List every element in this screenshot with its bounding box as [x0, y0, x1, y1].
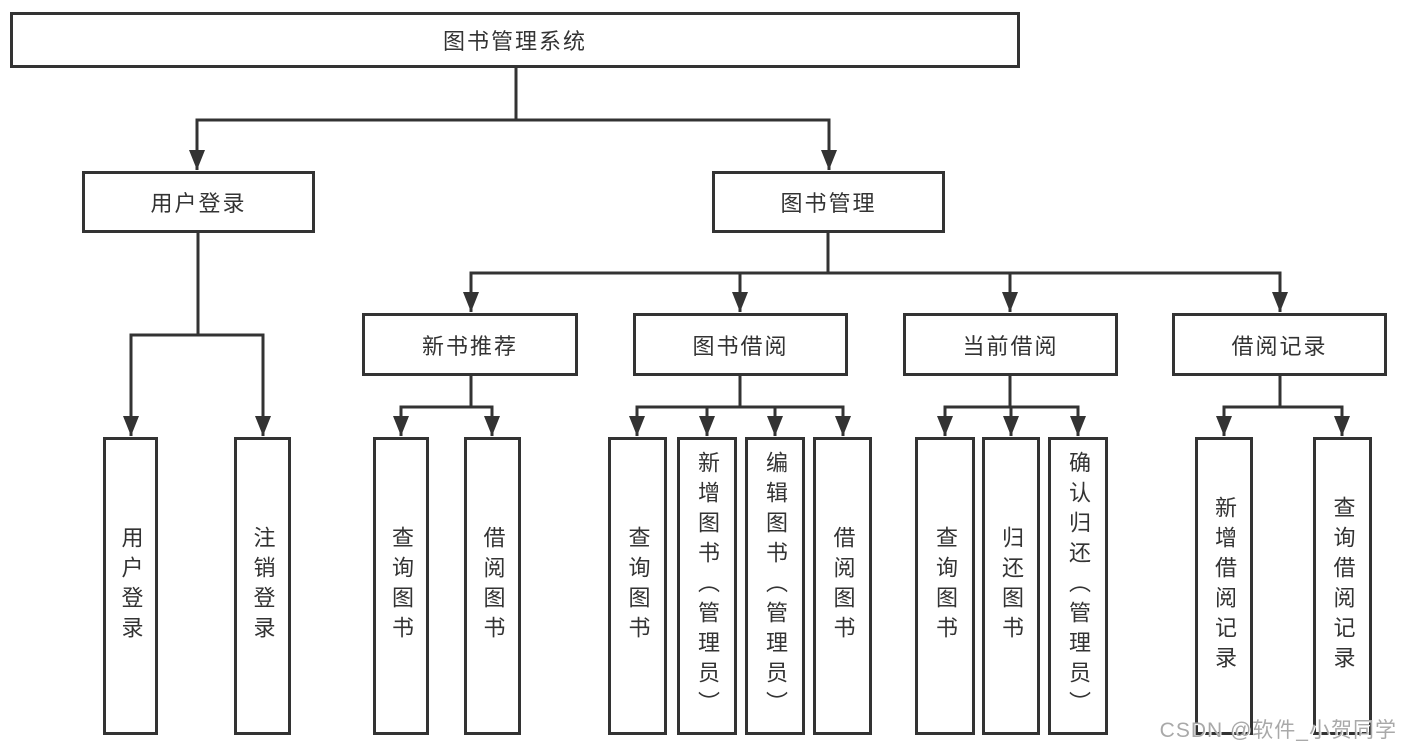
node-book-borrowing: 图书借阅	[633, 313, 848, 376]
leaf-cb-confirm-return-admin: 确认归还（管理员）	[1048, 437, 1108, 735]
leaf-bb-edit-book-admin: 编辑图书（管理员）	[745, 437, 805, 735]
node-book-management: 图书管理	[712, 171, 945, 233]
leaf-bb-add-book-admin: 新增图书（管理员）	[677, 437, 737, 735]
node-new-book-recommendation: 新书推荐	[362, 313, 578, 376]
leaf-bb-query-books: 查询图书	[608, 437, 667, 735]
leaf-user-login: 用户登录	[103, 437, 158, 735]
leaf-cb-return-books: 归还图书	[982, 437, 1040, 735]
node-root: 图书管理系统	[10, 12, 1020, 68]
leaf-nbr-borrow-books: 借阅图书	[464, 437, 521, 735]
leaf-br-query-record: 查询借阅记录	[1313, 437, 1372, 735]
leaf-logout: 注销登录	[234, 437, 291, 735]
leaf-nbr-query-books: 查询图书	[373, 437, 429, 735]
node-user-login: 用户登录	[82, 171, 315, 233]
leaf-cb-query-books: 查询图书	[915, 437, 975, 735]
csdn-watermark: CSDN @软件_小贺同学	[1159, 719, 1397, 742]
leaf-bb-borrow-books: 借阅图书	[813, 437, 872, 735]
node-borrowing-records: 借阅记录	[1172, 313, 1387, 376]
node-current-borrowing: 当前借阅	[903, 313, 1118, 376]
leaf-br-add-record: 新增借阅记录	[1195, 437, 1253, 735]
